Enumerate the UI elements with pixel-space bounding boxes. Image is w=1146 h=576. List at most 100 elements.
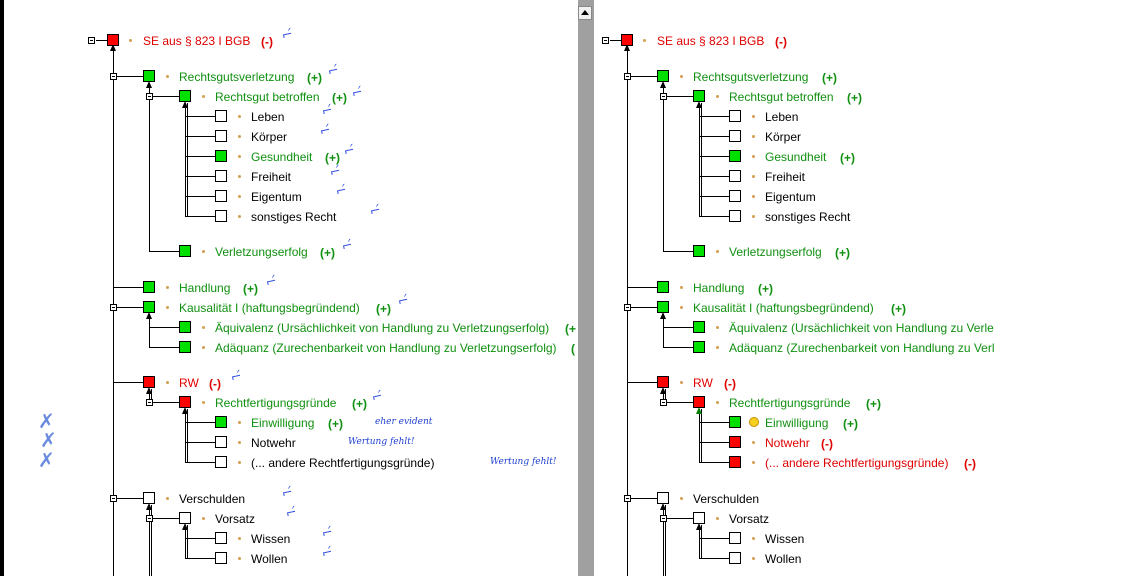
node-label[interactable]: SE aus § 823 I BGB (143, 34, 251, 48)
status-box-green[interactable] (657, 301, 669, 313)
status-box-empty[interactable] (215, 456, 227, 468)
status-box-empty[interactable] (215, 552, 227, 564)
status-box-empty[interactable] (215, 170, 227, 182)
node-label[interactable]: Freiheit (251, 170, 292, 184)
status-box-green[interactable] (143, 281, 155, 293)
collapse-toggle[interactable] (660, 515, 667, 522)
status-box-empty[interactable] (215, 110, 227, 122)
node-label[interactable]: Verschulden (179, 492, 246, 506)
status-box-empty[interactable] (215, 130, 227, 142)
node-label[interactable]: Verletzungserfolg (729, 245, 822, 259)
collapse-toggle[interactable] (624, 304, 631, 311)
status-box-green[interactable] (657, 281, 669, 293)
node-label[interactable]: Verschulden (693, 492, 760, 506)
status-box-red[interactable] (179, 396, 191, 408)
right-tree-pane[interactable]: SE aus § 823 I BGB (-) Rechtsgutsverletz… (594, 0, 1146, 576)
node-label[interactable]: SE aus § 823 I BGB (657, 34, 765, 48)
node-label[interactable]: Einwilligung (765, 416, 829, 430)
status-box-green[interactable] (693, 245, 705, 257)
collapse-toggle[interactable] (146, 93, 153, 100)
node-label[interactable]: Vorsatz (729, 512, 770, 526)
status-box-red[interactable] (621, 34, 633, 46)
collapse-toggle[interactable] (602, 37, 609, 44)
node-label[interactable]: Handlung (179, 281, 231, 295)
collapse-toggle[interactable] (110, 73, 117, 80)
node-label[interactable]: Äquivalenz (Ursächlichkeit von Handlung … (729, 321, 994, 335)
status-box-empty[interactable] (729, 552, 741, 564)
status-box-red[interactable] (693, 396, 705, 408)
status-box-red[interactable] (729, 436, 741, 448)
status-box-green[interactable] (179, 341, 191, 353)
node-label[interactable]: Adäquanz (Zurechenbarkeit von Handlung z… (729, 341, 995, 355)
node-label[interactable]: Handlung (693, 281, 745, 295)
node-label[interactable]: Vorsatz (215, 512, 256, 526)
node-label[interactable]: Wollen (251, 552, 288, 566)
node-label[interactable]: Notwehr (765, 436, 810, 450)
status-box-green[interactable] (693, 90, 705, 102)
scroll-up-button[interactable] (578, 6, 592, 20)
status-box-green[interactable] (215, 150, 227, 162)
status-box-red[interactable] (729, 456, 741, 468)
status-box-green[interactable] (179, 90, 191, 102)
status-box-green[interactable] (179, 245, 191, 257)
node-label[interactable]: Körper (765, 130, 802, 144)
status-box-empty[interactable] (729, 210, 741, 222)
node-label[interactable]: RW (693, 376, 713, 390)
node-label[interactable]: Wollen (765, 552, 802, 566)
node-label[interactable]: Gesundheit (765, 150, 827, 164)
node-label[interactable]: Verletzungserfolg (215, 245, 308, 259)
status-box-empty[interactable] (729, 130, 741, 142)
status-box-empty[interactable] (179, 512, 191, 524)
node-label[interactable]: Rechtsgutsverletzung (693, 70, 809, 84)
node-label[interactable]: Kausalität I (haftungsbegründend) (179, 301, 360, 315)
node-label[interactable]: Gesundheit (251, 150, 313, 164)
node-label[interactable]: Rechtfertigungsgründe (215, 396, 337, 410)
node-label[interactable]: Adäquanz (Zurechenbarkeit von Handlung z… (215, 341, 557, 355)
status-box-green[interactable] (729, 150, 741, 162)
status-box-green[interactable] (693, 321, 705, 333)
status-box-empty[interactable] (215, 436, 227, 448)
status-box-green[interactable] (693, 341, 705, 353)
status-box-green[interactable] (657, 70, 669, 82)
collapse-toggle[interactable] (146, 399, 153, 406)
node-label[interactable]: (... andere Rechtfertigungsgründe) (251, 456, 435, 470)
status-box-green[interactable] (179, 321, 191, 333)
collapse-toggle[interactable] (660, 399, 667, 406)
scrollbar[interactable] (578, 0, 594, 576)
node-label[interactable]: Rechtsgut betroffen (215, 90, 320, 104)
node-label[interactable]: sonstiges Recht (251, 210, 337, 224)
collapse-toggle[interactable] (624, 495, 631, 502)
status-box-green[interactable] (143, 301, 155, 313)
status-box-empty[interactable] (729, 190, 741, 202)
node-label[interactable]: RW (179, 376, 199, 390)
node-label[interactable]: Äquivalenz (Ursächlichkeit von Handlung … (215, 321, 550, 335)
node-label[interactable]: Leben (251, 110, 285, 124)
status-box-green[interactable] (729, 416, 741, 428)
status-box-empty[interactable] (215, 210, 227, 222)
node-label[interactable]: Einwilligung (251, 416, 315, 430)
status-box-empty[interactable] (729, 170, 741, 182)
node-label[interactable]: Rechtfertigungsgründe (729, 396, 851, 410)
node-label[interactable]: Eigentum (765, 190, 816, 204)
status-box-green[interactable] (215, 416, 227, 428)
status-box-green[interactable] (143, 70, 155, 82)
status-box-empty[interactable] (693, 512, 705, 524)
status-box-empty[interactable] (215, 532, 227, 544)
collapse-toggle[interactable] (146, 515, 153, 522)
collapse-toggle[interactable] (88, 37, 95, 44)
node-label[interactable]: Freiheit (765, 170, 806, 184)
node-label[interactable]: Wissen (251, 532, 291, 546)
collapse-toggle[interactable] (624, 73, 631, 80)
status-box-empty[interactable] (729, 110, 741, 122)
node-label[interactable]: Leben (765, 110, 799, 124)
node-label[interactable]: Wissen (765, 532, 805, 546)
left-tree-pane[interactable]: SE aus § 823 I BGB (-) Rechtsgutsverletz… (0, 0, 578, 576)
status-box-empty[interactable] (729, 532, 741, 544)
node-label[interactable]: Eigentum (251, 190, 302, 204)
node-label[interactable]: Notwehr (251, 436, 296, 450)
collapse-toggle[interactable] (110, 304, 117, 311)
node-label[interactable]: Rechtsgutsverletzung (179, 70, 295, 84)
node-label[interactable]: Körper (251, 130, 288, 144)
node-label[interactable]: Kausalität I (haftungsbegründend) (693, 301, 874, 315)
collapse-toggle[interactable] (110, 495, 117, 502)
